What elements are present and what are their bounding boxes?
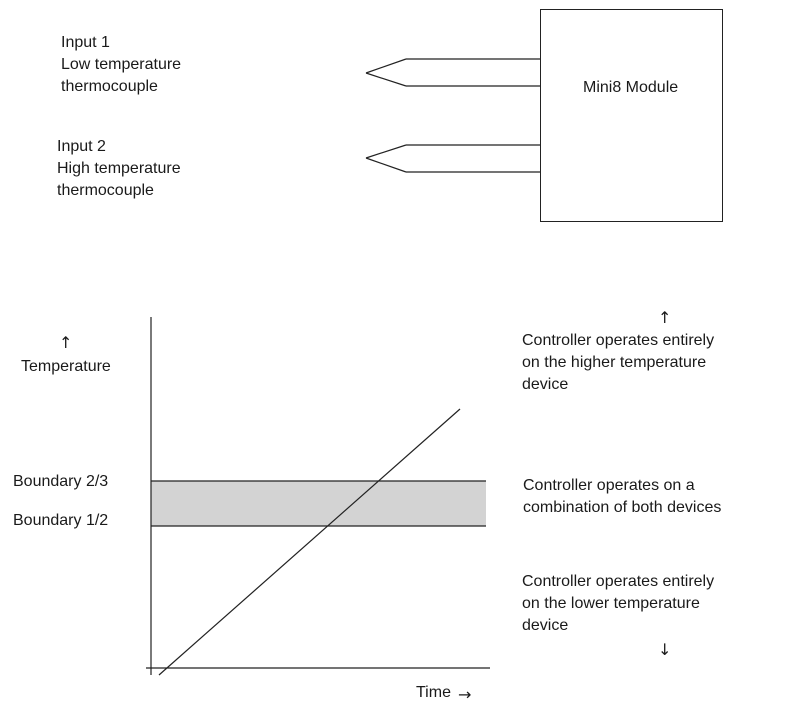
y-axis-up-arrow-icon: ↑ — [59, 333, 73, 352]
input-1-label: Input 1 Low temperature thermocouple — [61, 32, 181, 98]
input-1-line1: Low temperature — [61, 56, 182, 73]
region-top-text: Controller operates entirely on the high… — [522, 330, 714, 396]
mini8-module-box: Mini8 Module — [540, 9, 723, 222]
input-1-title: Input 1 — [61, 34, 110, 51]
region-middle-line-2: combination of both devices — [523, 499, 722, 516]
region-middle-text: Controller operates on a combination of … — [523, 475, 721, 519]
region-bottom-down-arrow-icon: ↓ — [658, 640, 672, 659]
region-top-up-arrow-icon: ↑ — [658, 308, 672, 327]
region-bottom-line-3: device — [522, 617, 569, 634]
input-1-line2: thermocouple — [61, 78, 158, 95]
region-bottom-text: Controller operates entirely on the lowe… — [522, 571, 714, 637]
region-bottom-line-2: on the lower temperature — [522, 595, 700, 612]
boundary-2-3-label: Boundary 2/3 — [13, 473, 109, 490]
thermocouple-2-probe — [365, 144, 540, 173]
boundary-1-2-label: Boundary 1/2 — [13, 512, 109, 529]
x-axis-right-arrow-icon: → — [458, 685, 472, 704]
region-bottom-line-1: Controller operates entirely — [522, 573, 715, 590]
y-axis-label: Temperature — [21, 358, 111, 375]
boundary-band — [151, 481, 486, 526]
region-top-line-2: on the higher temperature — [522, 354, 707, 371]
x-axis-label: Time — [416, 684, 451, 701]
region-middle-line-1: Controller operates on a — [523, 477, 695, 494]
temperature-ramp-line — [158, 408, 461, 676]
input-2-line1: High temperature — [57, 160, 181, 177]
thermocouple-1-probe — [365, 58, 540, 87]
module-label: Mini8 Module — [583, 79, 679, 96]
region-top-line-1: Controller operates entirely — [522, 332, 715, 349]
input-2-title: Input 2 — [57, 138, 106, 155]
input-2-line2: thermocouple — [57, 182, 154, 199]
input-2-label: Input 2 High temperature thermocouple — [57, 136, 181, 202]
region-top-line-3: device — [522, 376, 569, 393]
